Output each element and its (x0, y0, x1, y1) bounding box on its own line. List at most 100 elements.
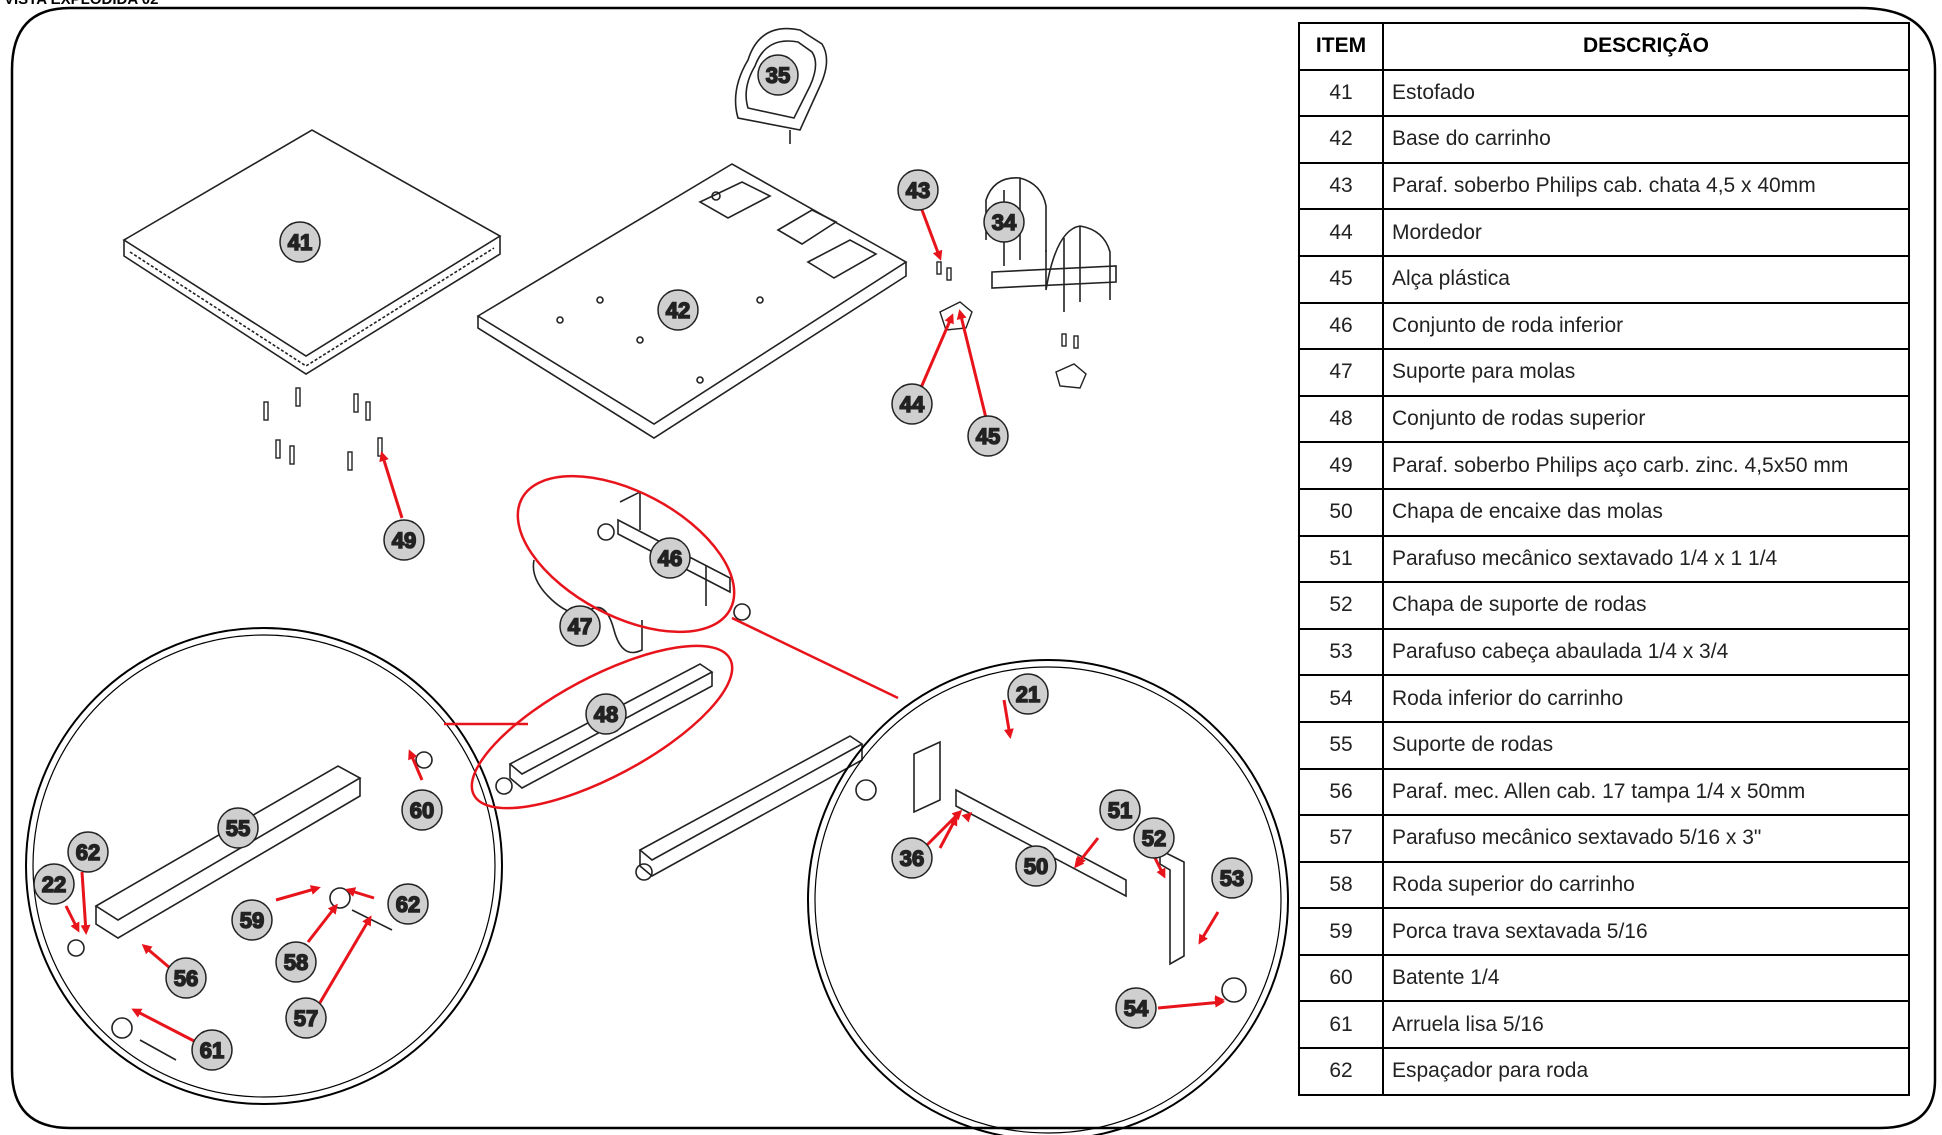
svg-text:53: 53 (1220, 866, 1244, 891)
svg-text:52: 52 (1142, 826, 1166, 851)
header-item: ITEM (1298, 22, 1384, 71)
item-number: 41 (1298, 68, 1384, 118)
callouts: 35 41 42 43 34 44 45 49 46 47 48 21 51 5… (33, 54, 1253, 1071)
svg-text:22: 22 (42, 872, 66, 897)
svg-text:49: 49 (392, 528, 416, 553)
svg-text:47: 47 (568, 614, 592, 639)
item-description: Conjunto de roda inferior (1382, 301, 1910, 351)
item-description: Paraf. soberbo Philips cab. chata 4,5 x … (1382, 161, 1910, 211)
item-description: Porca trava sextavada 5/16 (1382, 907, 1910, 956)
svg-text:36: 36 (900, 846, 924, 871)
item-number: 42 (1298, 115, 1384, 164)
callout-41: 41 (279, 221, 321, 263)
item-description: Arruela lisa 5/16 (1382, 1000, 1910, 1050)
callout-59: 59 (231, 899, 273, 941)
svg-text:51: 51 (1108, 798, 1132, 823)
item-description: Estofado (1382, 68, 1910, 118)
item-number: 62 (1298, 1047, 1384, 1096)
detail-circle-right (807, 659, 1289, 1135)
part-55-wheel-support (67, 751, 433, 1061)
item-description: Roda superior do carrinho (1382, 860, 1910, 910)
svg-text:58: 58 (284, 950, 308, 975)
highlight-ellipse-48 (470, 644, 734, 810)
part-43-44-45-hardware (936, 261, 1087, 389)
callout-34: 34 (983, 201, 1025, 243)
callout-44: 44 (891, 383, 933, 425)
item-description: Suporte de rodas (1382, 720, 1910, 770)
item-description: Espaçador para roda (1382, 1047, 1910, 1096)
callout-35: 35 (757, 54, 799, 96)
page-title: VISTA EXPLODIDA 02 (4, 0, 158, 8)
svg-text:62: 62 (396, 892, 420, 917)
item-number: 49 (1298, 441, 1384, 490)
item-number: 51 (1298, 534, 1384, 584)
svg-text:43: 43 (906, 178, 930, 203)
svg-text:59: 59 (240, 908, 264, 933)
item-description: Roda inferior do carrinho (1382, 674, 1910, 723)
part-41-upholstery (122, 129, 502, 375)
svg-text:62: 62 (76, 840, 100, 865)
callout-arrows (64, 209, 1225, 1044)
item-description: Batente 1/4 (1382, 953, 1910, 1003)
item-number: 43 (1298, 161, 1384, 211)
svg-text:50: 50 (1024, 854, 1048, 879)
callout-43: 43 (897, 169, 939, 211)
item-number: 50 (1298, 487, 1384, 537)
item-number: 55 (1298, 720, 1384, 770)
item-number: 56 (1298, 767, 1384, 817)
item-number: 45 (1298, 254, 1384, 304)
item-description: Chapa de encaixe das molas (1382, 487, 1910, 537)
callout-22: 22 (33, 863, 75, 905)
callout-42: 42 (657, 289, 699, 331)
header-description: DESCRIÇÃO (1382, 22, 1910, 71)
callout-47: 47 (559, 605, 601, 647)
item-number: 48 (1298, 394, 1384, 444)
callout-62-right: 62 (387, 883, 429, 925)
svg-text:48: 48 (594, 702, 618, 727)
callout-48: 48 (585, 693, 627, 735)
item-description: Base do carrinho (1382, 115, 1910, 164)
part-42-base-board (476, 163, 908, 439)
callout-54: 54 (1115, 987, 1157, 1029)
item-number: 47 (1298, 348, 1384, 397)
part-48-upper-wheel-assembly (495, 663, 714, 795)
callout-46: 46 (649, 537, 691, 579)
svg-text:60: 60 (410, 798, 434, 823)
item-number: 60 (1298, 953, 1384, 1003)
item-number: 52 (1298, 581, 1384, 630)
item-number: 44 (1298, 208, 1384, 257)
item-number: 61 (1298, 1000, 1384, 1050)
svg-text:57: 57 (294, 1006, 318, 1031)
callout-55: 55 (217, 807, 259, 849)
item-description: Parafuso cabeça abaulada 1/4 x 3/4 (1382, 627, 1910, 677)
callout-60: 60 (401, 789, 443, 831)
svg-text:54: 54 (1124, 996, 1149, 1021)
item-number: 54 (1298, 674, 1384, 723)
item-number: 46 (1298, 301, 1384, 351)
callout-21: 21 (1007, 673, 1049, 715)
item-description: Paraf. soberbo Philips aço carb. zinc. 4… (1382, 441, 1910, 490)
item-number: 58 (1298, 860, 1384, 910)
drawing-frame (10, 6, 1937, 1130)
item-description: Parafuso mecânico sextavado 5/16 x 3" (1382, 814, 1910, 863)
svg-text:46: 46 (658, 546, 682, 571)
svg-text:21: 21 (1016, 682, 1040, 707)
